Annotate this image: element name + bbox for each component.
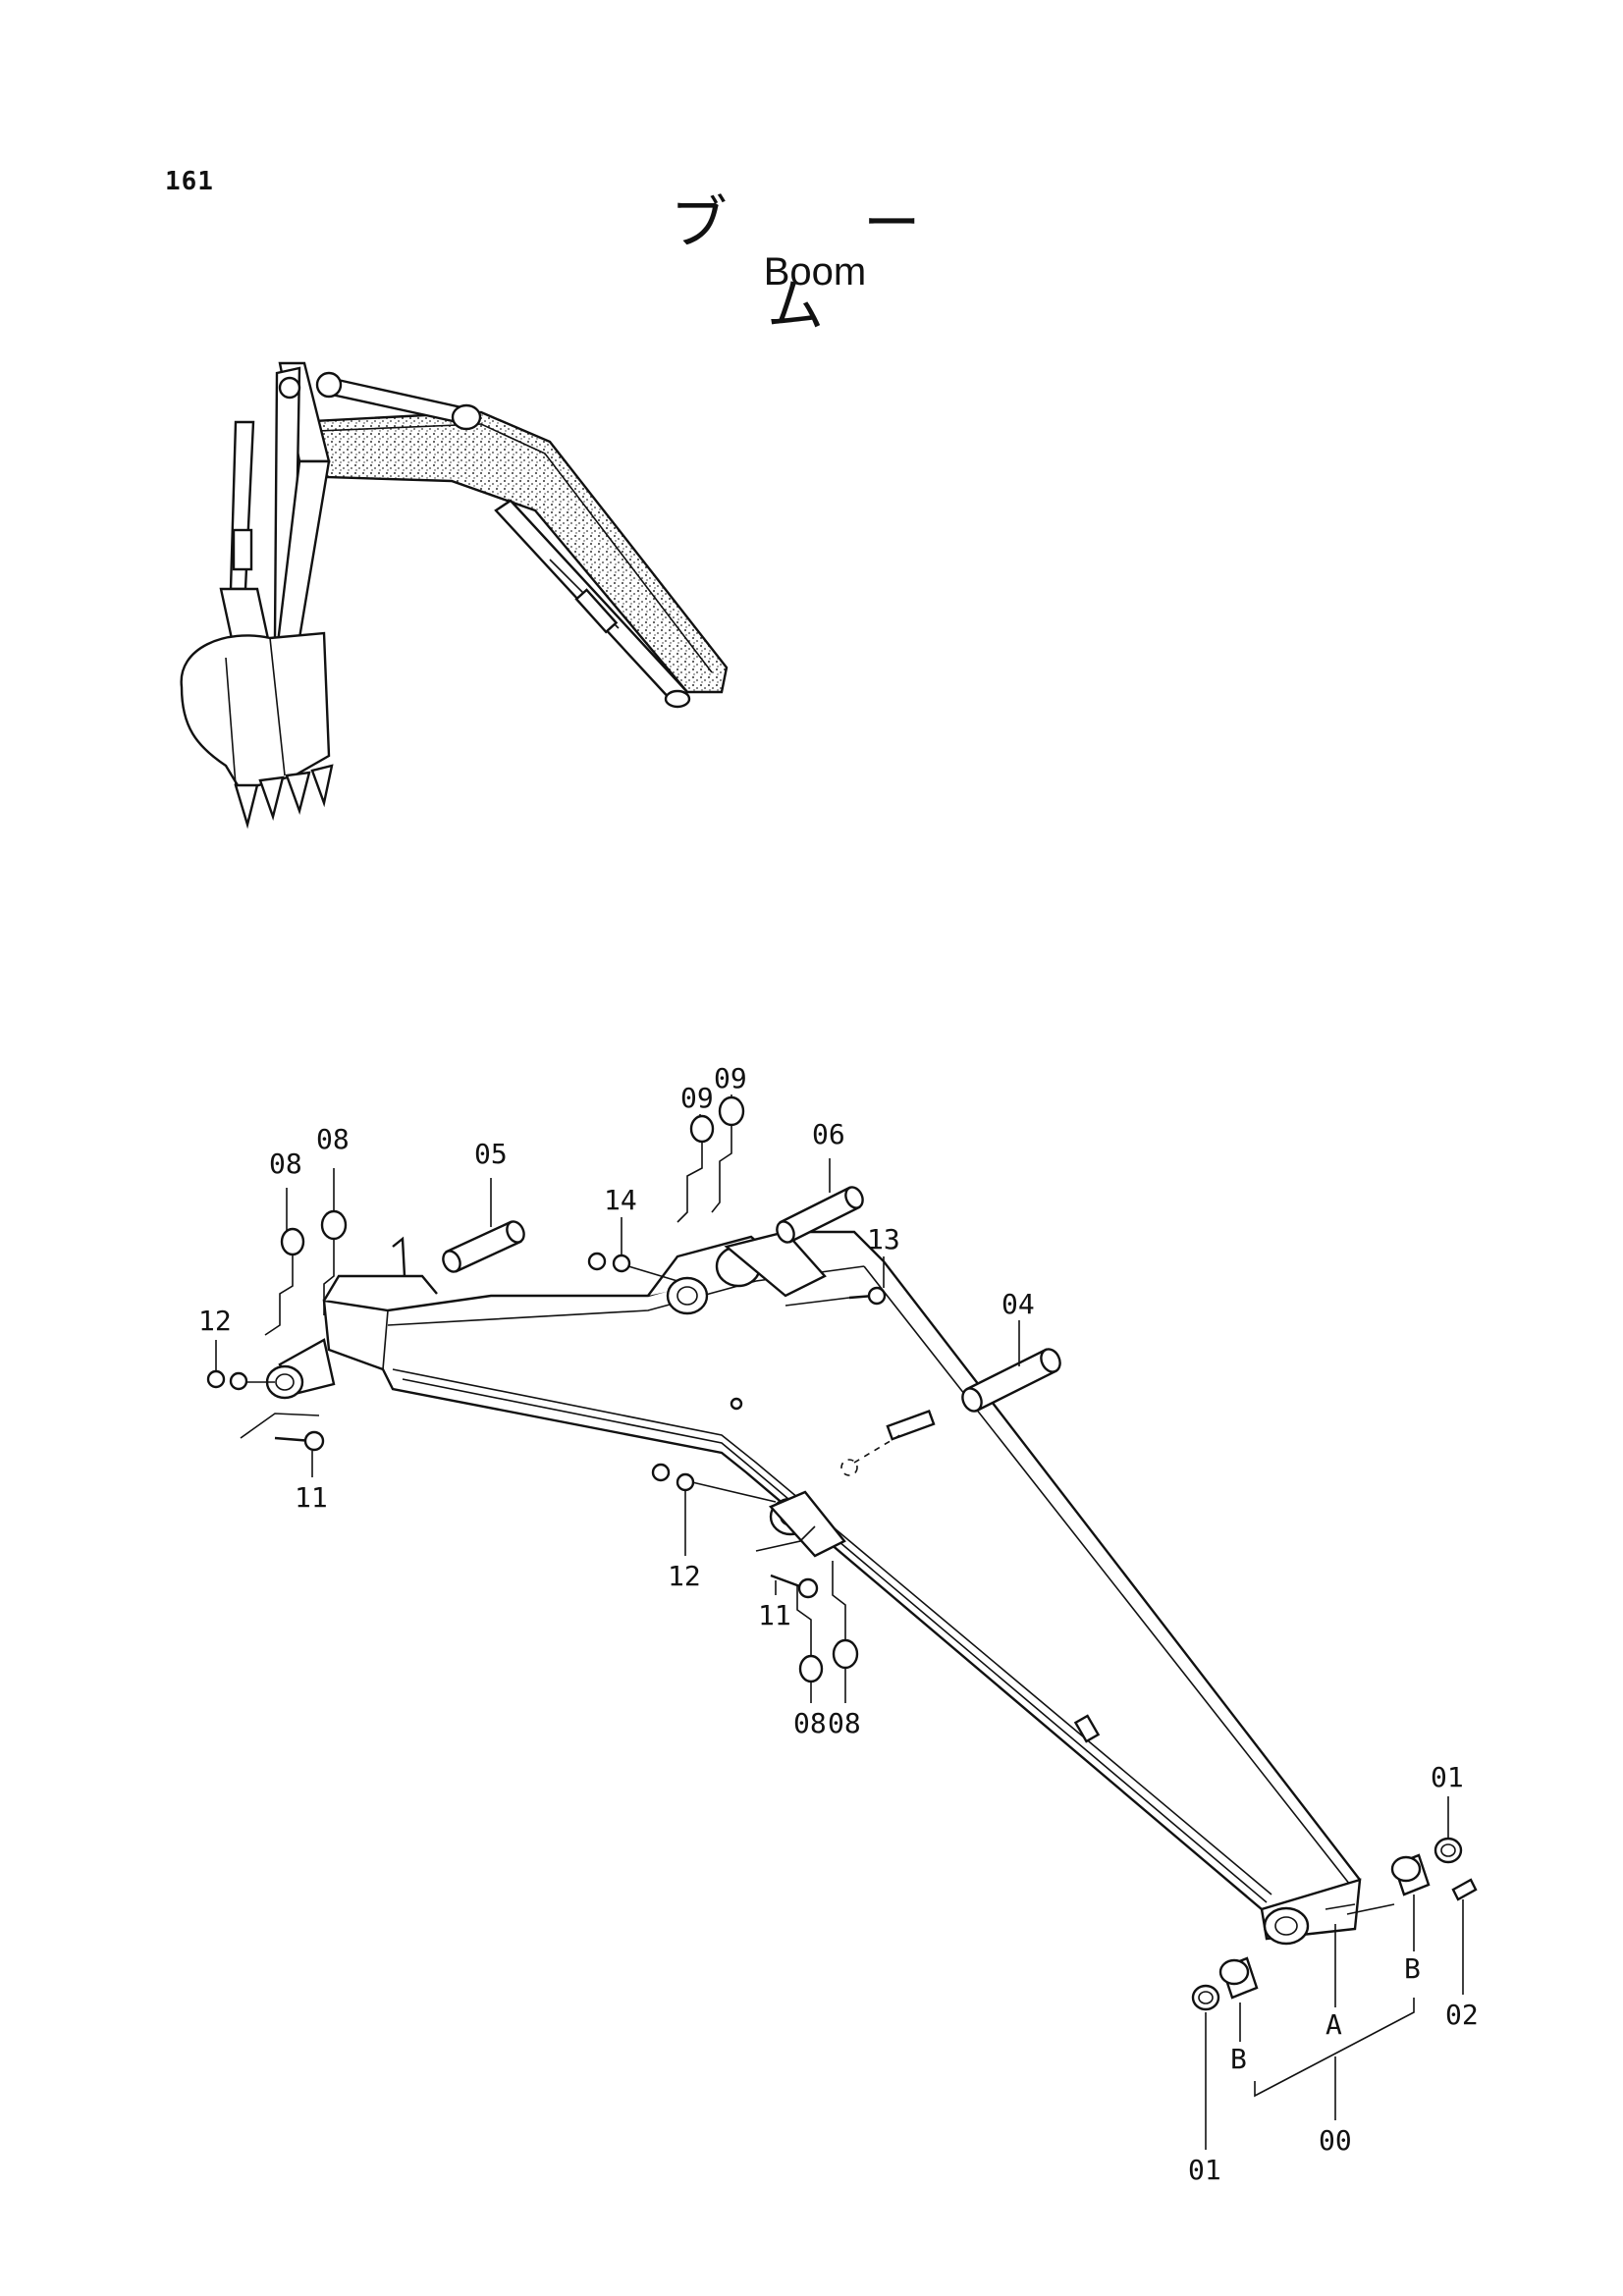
callout-06: 06 bbox=[812, 1118, 845, 1150]
callout-05: 05 bbox=[474, 1138, 508, 1170]
callout-08: 08 bbox=[793, 1707, 827, 1739]
title-english: Boom bbox=[763, 250, 867, 294]
part-fasteners bbox=[206, 1095, 887, 1683]
callout-11: 11 bbox=[295, 1481, 328, 1514]
part-pins bbox=[442, 1186, 1478, 2011]
callout-08: 08 bbox=[269, 1148, 302, 1180]
callout-02: 02 bbox=[1445, 1999, 1479, 2031]
title-japanese: ブ ー ム bbox=[670, 189, 980, 339]
callout-12: 12 bbox=[668, 1560, 701, 1592]
callout-14: 14 bbox=[604, 1184, 637, 1216]
callout-08: 08 bbox=[316, 1123, 350, 1155]
page-number: 161 bbox=[165, 167, 214, 196]
callout-04: 04 bbox=[1001, 1288, 1035, 1320]
callout-09: 09 bbox=[680, 1082, 714, 1114]
callouts: 08 08 05 09 09 06 14 13 04 12 11 12 11 0… bbox=[198, 1062, 1479, 2186]
callout-00: 00 bbox=[1319, 2124, 1352, 2157]
callout-08: 08 bbox=[828, 1707, 861, 1739]
callout-12: 12 bbox=[198, 1305, 232, 1337]
overview-illustration bbox=[180, 361, 729, 829]
callout-01: 01 bbox=[1188, 2154, 1221, 2186]
callout-13: 13 bbox=[867, 1223, 900, 1255]
callout-01: 01 bbox=[1431, 1761, 1464, 1793]
boom-body bbox=[322, 1230, 1362, 1911]
leader-lines bbox=[215, 1095, 1464, 2150]
overview-boom bbox=[283, 410, 729, 694]
callout-11: 11 bbox=[758, 1599, 791, 1631]
callout-09: 09 bbox=[714, 1062, 747, 1095]
callout-B: B bbox=[1230, 2043, 1247, 2075]
callout-B: B bbox=[1404, 1952, 1421, 1985]
callout-A: A bbox=[1325, 2008, 1342, 2041]
